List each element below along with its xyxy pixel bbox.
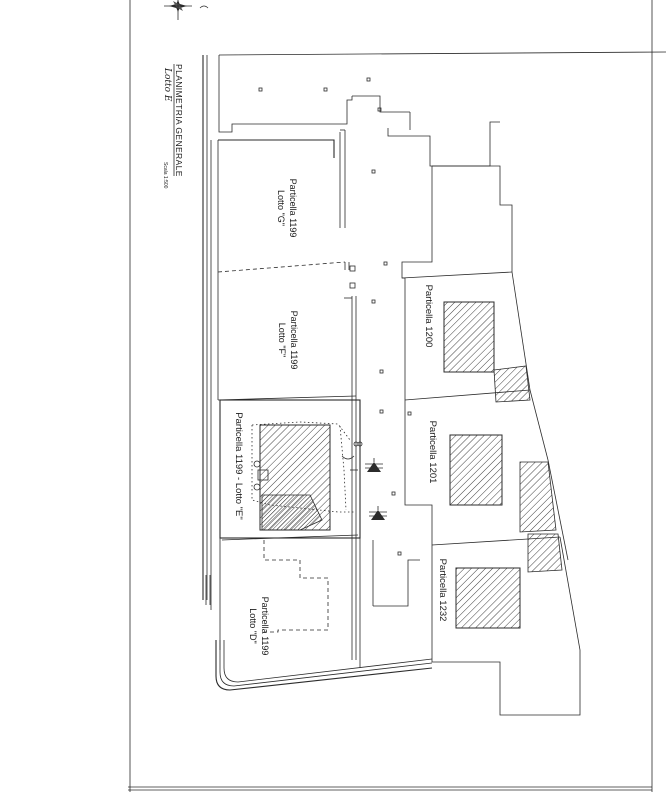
lot-f-name: Particella 1199	[289, 311, 299, 370]
parcel-1232-text: Particella 1232	[437, 559, 448, 622]
title-block: PLANIMETRIA GENERALE Lotto E Scala 1:500	[162, 64, 184, 189]
parcel-1201-label: Particella 1201	[427, 421, 438, 484]
lot-f-lot: Lotto "F"	[277, 323, 287, 357]
lot-e-label: Particella 1199 - Lotto "E"	[233, 412, 244, 519]
utility-markers	[258, 77, 412, 556]
lot-e-text: Particella 1199 - Lotto "E"	[233, 412, 244, 519]
parcel-1201-annex	[519, 461, 557, 533]
north-boundary	[218, 51, 667, 133]
title-sub: Lotto E	[162, 67, 172, 102]
parcel-1232	[455, 533, 563, 629]
parcel-1232-building	[455, 567, 521, 629]
lot-g-name: Particella 1199	[288, 179, 298, 238]
compass-rose-icon	[164, 0, 209, 20]
title-main: PLANIMETRIA GENERALE	[174, 64, 184, 177]
parcel-1200-annex	[493, 365, 531, 403]
sheet-frame	[128, 0, 653, 792]
lot-g-label: Particella 1199 Lotto "G"	[276, 179, 298, 238]
entrance-marker-icon-2	[369, 506, 387, 520]
parcel-1200	[443, 301, 531, 403]
driveway	[352, 95, 420, 607]
lot-g-lot: Lotto "G"	[276, 190, 286, 226]
lot-d	[219, 534, 361, 668]
lot-f	[217, 262, 357, 401]
lot-g	[217, 129, 346, 273]
road-edge	[202, 55, 433, 691]
title-scale: Scala 1:500	[162, 162, 168, 189]
parcel-1201-building	[449, 434, 503, 506]
parcel-1232-annex	[527, 533, 563, 573]
parcel-1200-label: Particella 1200	[423, 285, 434, 348]
parcel-1200-text: Particella 1200	[423, 285, 434, 348]
east-block	[387, 121, 581, 716]
parcel-1201	[449, 434, 557, 533]
lot-d-name: Particella 1199	[260, 597, 270, 656]
lot-e-building-annex	[261, 494, 323, 531]
entrance-marker-icon	[365, 458, 383, 472]
parcel-1200-building	[443, 301, 495, 373]
parcel-1201-text: Particella 1201	[427, 421, 438, 484]
lot-f-label: Particella 1199 Lotto "F"	[277, 311, 299, 370]
lot-d-label: Particella 1199 Lotto "D"	[248, 597, 270, 656]
lot-e	[219, 396, 363, 539]
lot-d-lot: Lotto "D"	[248, 608, 258, 643]
parcel-1232-label: Particella 1232	[437, 559, 448, 622]
